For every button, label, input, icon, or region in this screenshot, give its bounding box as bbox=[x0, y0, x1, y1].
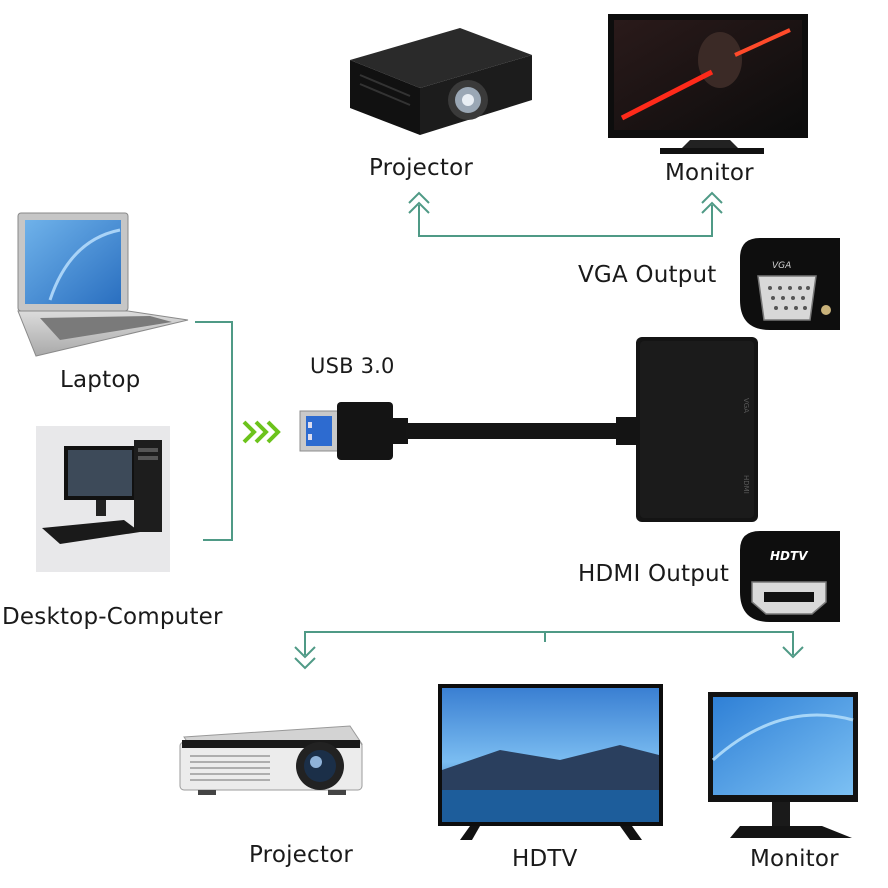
laptop-icon bbox=[17, 212, 189, 357]
vga-port-closeup bbox=[740, 238, 840, 330]
label-projector-top: Projector bbox=[369, 155, 474, 181]
hdmi-port-label: HDTV bbox=[770, 549, 809, 563]
usb-input-arrow-icon bbox=[242, 420, 281, 444]
label-projector-bottom: Projector bbox=[249, 842, 354, 868]
input-bracket-line bbox=[195, 321, 233, 541]
hdmi-port-closeup bbox=[740, 531, 840, 622]
label-desktop-computer: Desktop-Computer bbox=[2, 604, 223, 630]
adapter-box-icon bbox=[636, 337, 758, 522]
hdtv-icon bbox=[438, 684, 663, 840]
adapter-hdmi-text: HDMI bbox=[742, 475, 750, 494]
bottom-connector-line bbox=[294, 631, 804, 670]
label-monitor-bottom: Monitor bbox=[750, 846, 839, 872]
desktop-computer-icon bbox=[36, 426, 170, 572]
label-usb: USB 3.0 bbox=[310, 354, 395, 378]
projector-top-icon bbox=[350, 28, 532, 135]
monitor-bottom-icon bbox=[708, 692, 858, 838]
usb-plug-icon bbox=[299, 402, 638, 460]
label-hdmi-output: HDMI Output bbox=[578, 561, 730, 587]
label-vga-output: VGA Output bbox=[578, 262, 717, 288]
vga-port-label: VGA bbox=[772, 261, 791, 271]
label-laptop: Laptop bbox=[60, 367, 141, 393]
label-monitor-top: Monitor bbox=[665, 160, 754, 186]
monitor-top-icon bbox=[608, 14, 808, 154]
top-connector-line bbox=[408, 191, 723, 237]
projector-bottom-icon bbox=[179, 725, 363, 795]
adapter-vga-text: VGA bbox=[742, 398, 750, 413]
label-hdtv: HDTV bbox=[512, 846, 578, 872]
